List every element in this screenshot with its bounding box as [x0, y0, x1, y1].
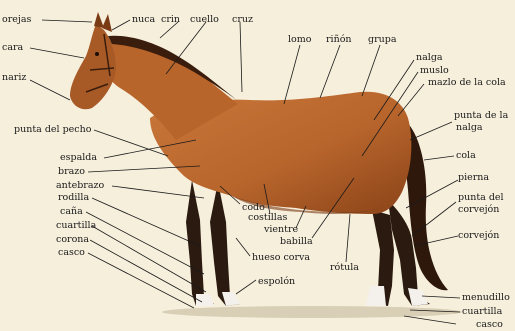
label-menudillo: menudillo	[462, 292, 510, 303]
leader-rotula	[346, 214, 350, 262]
label-corona: corona	[56, 234, 89, 245]
leader-corona	[90, 240, 202, 302]
label-costillas: costillas	[248, 212, 288, 223]
leader-casco-hind	[404, 316, 456, 324]
leader-nariz	[30, 80, 70, 100]
label-rodilla: rodilla	[58, 192, 89, 203]
label-nariz: nariz	[2, 72, 26, 83]
label-brazo: brazo	[58, 166, 85, 177]
leader-menudillo	[422, 296, 460, 298]
label-pierna: pierna	[458, 172, 489, 183]
label-muslo: muslo	[420, 65, 449, 76]
label-espolon: espolón	[258, 276, 295, 287]
leader-espolon	[236, 280, 256, 294]
label-punta-nalga-1: punta de la	[454, 110, 509, 121]
label-espalda: espalda	[60, 152, 97, 163]
label-cana: caña	[60, 206, 83, 217]
label-cuartilla-hind: cuartilla	[462, 306, 503, 317]
leader-hueso-corva	[236, 238, 250, 256]
label-cuello: cuello	[190, 14, 219, 25]
label-hueso-corva: hueso corva	[252, 252, 310, 263]
label-casco-hind: casco	[476, 319, 503, 330]
leader-lomo	[284, 45, 300, 104]
leader-cruz	[240, 22, 242, 92]
label-casco-front: casco	[58, 247, 85, 258]
label-grupa: grupa	[368, 34, 397, 45]
label-crin: crin	[161, 14, 180, 25]
label-punta-nalga-2: nalga	[456, 122, 483, 133]
label-punta-corvejon-1: punta del	[458, 192, 504, 203]
leader-rinon	[320, 45, 340, 98]
leader-cara	[30, 48, 84, 58]
label-cara: cara	[2, 42, 24, 53]
label-orejas: orejas	[2, 14, 31, 25]
front-leg-far	[210, 182, 240, 306]
label-babilla: babilla	[280, 236, 313, 247]
label-nuca: nuca	[132, 14, 156, 25]
label-nalga: nalga	[416, 52, 443, 63]
leader-rodilla	[92, 198, 200, 246]
label-rinon: riñón	[326, 34, 352, 45]
label-mazlo-cola: mazlo de la cola	[428, 77, 506, 88]
front-leg-near	[186, 180, 214, 306]
label-antebrazo: antebrazo	[56, 180, 105, 191]
leader-grupa	[362, 45, 380, 96]
label-lomo: lomo	[288, 34, 312, 45]
label-corvejon: corvejón	[458, 230, 499, 241]
horse-illustration	[70, 12, 462, 318]
label-cola: cola	[456, 150, 476, 161]
leader-casco-front	[88, 253, 194, 308]
hind-socks	[366, 286, 428, 306]
leader-orejas	[42, 20, 92, 22]
label-rotula: rótula	[330, 262, 359, 273]
horse-eye	[95, 52, 99, 56]
label-cruz: cruz	[232, 14, 253, 25]
leader-cola	[424, 156, 454, 160]
label-punta-pecho: punta del pecho	[14, 124, 92, 135]
label-vientre: vientre	[263, 224, 299, 235]
label-punta-corvejon-2: corvejón	[458, 204, 499, 215]
ground-shadow	[162, 306, 462, 318]
leader-punta-nalga	[410, 122, 452, 140]
leader-nuca	[112, 20, 130, 30]
leader-mazlo	[398, 84, 424, 116]
leader-antebrazo	[112, 186, 204, 198]
label-cuartilla-front: cuartilla	[56, 220, 97, 231]
